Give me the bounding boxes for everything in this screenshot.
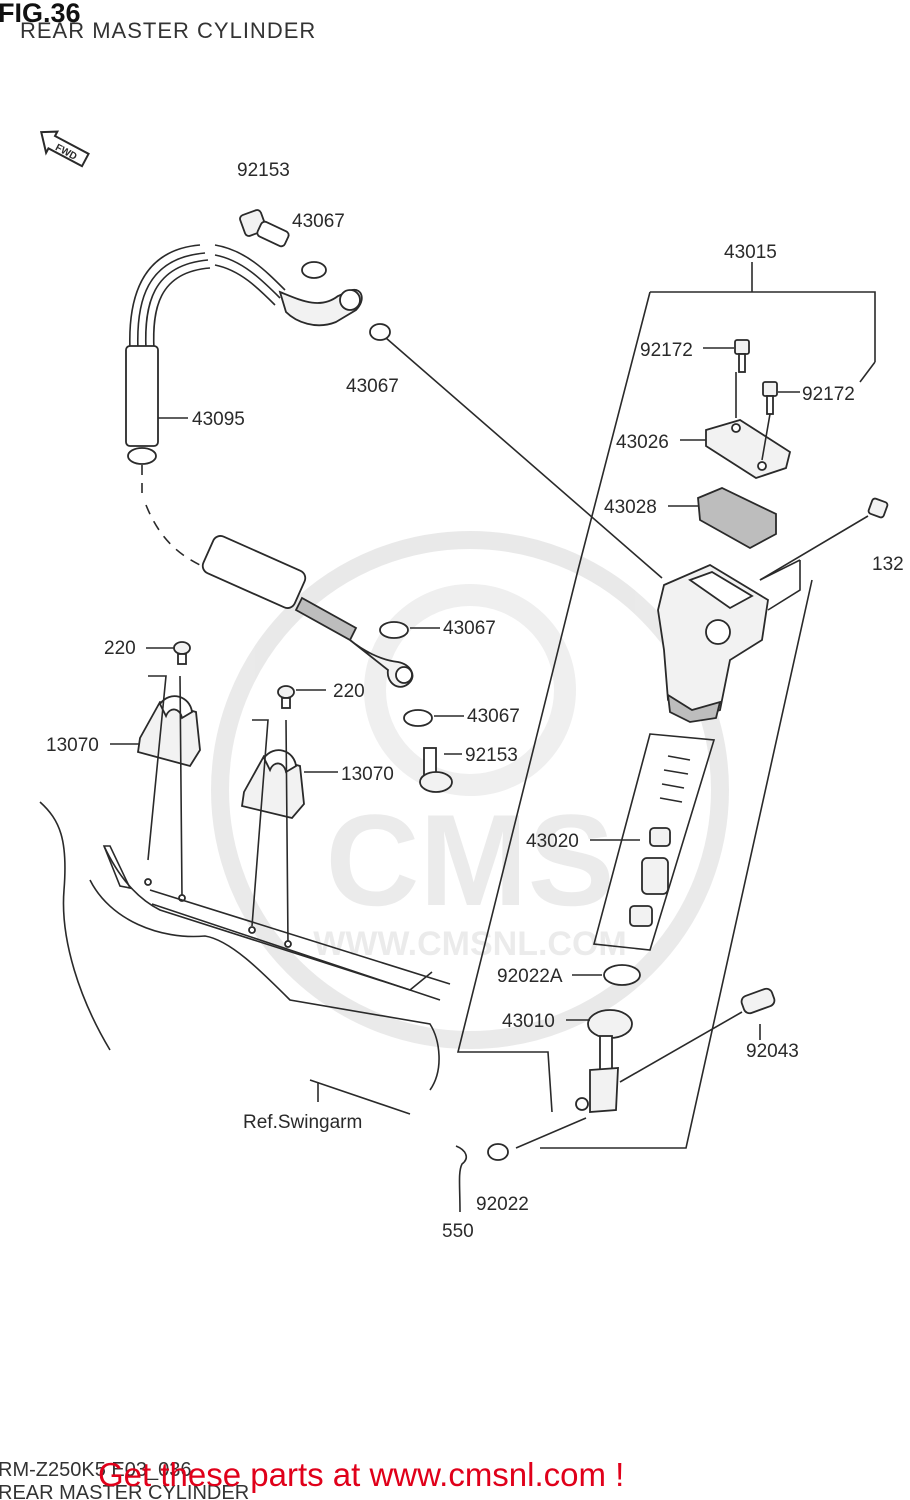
label-43026: 43026 bbox=[616, 432, 669, 453]
footer-subtitle: REAR MASTER CYLINDER bbox=[0, 1482, 249, 1500]
washer-43067-b bbox=[369, 323, 391, 341]
screw-92172-a bbox=[734, 339, 750, 373]
label-43010: 43010 bbox=[502, 1011, 555, 1032]
fwd-arrow-icon: FWD bbox=[39, 130, 90, 168]
page-title: REAR MASTER CYLINDER bbox=[20, 18, 316, 43]
washer-43067-c bbox=[379, 621, 409, 639]
push-rod-43010 bbox=[575, 1009, 633, 1113]
washer-43067-d bbox=[403, 709, 433, 727]
bolt-220-a bbox=[173, 641, 191, 665]
label-92153-top: 92153 bbox=[237, 160, 290, 181]
clamp-13070-a bbox=[136, 675, 201, 902]
label-220-b: 220 bbox=[333, 681, 365, 702]
label-92172-b: 92172 bbox=[802, 384, 855, 405]
banjo-bolt-92153-bottom bbox=[419, 747, 453, 793]
swingarm-outline bbox=[39, 801, 451, 1115]
piston-kit-bracket-43020 bbox=[592, 733, 716, 951]
banjo-bolt-92153-top bbox=[239, 209, 290, 248]
label-43015: 43015 bbox=[724, 242, 777, 263]
label-92022: 92022 bbox=[476, 1194, 529, 1215]
washer-43067-a bbox=[301, 261, 327, 279]
label-13070-b: 13070 bbox=[341, 764, 394, 785]
bolt-220-b bbox=[277, 685, 295, 709]
diaphragm-43028 bbox=[697, 487, 777, 550]
piston-kit-43020 bbox=[629, 755, 691, 927]
label-43067-a: 43067 bbox=[292, 211, 345, 232]
watermark-logo: CMS bbox=[326, 787, 615, 933]
label-43067-b: 43067 bbox=[346, 376, 399, 397]
cotter-pin-550 bbox=[455, 1145, 468, 1213]
label-13070-a: 13070 bbox=[46, 735, 99, 756]
label-92043: 92043 bbox=[746, 1041, 799, 1062]
label-43095: 43095 bbox=[192, 409, 245, 430]
clamp-13070-b bbox=[240, 719, 305, 948]
assembly-bracket-43015 bbox=[456, 291, 876, 1149]
label-43020: 43020 bbox=[526, 831, 579, 852]
get-parts-link[interactable]: Get these parts at www.cmsnl.com ! bbox=[98, 1456, 625, 1493]
diagram-code: RM-Z250K5 E03_036 bbox=[0, 1459, 191, 1481]
watermark: CMS WWW.CMSNL.COM bbox=[211, 531, 729, 1049]
label-92022A: 92022A bbox=[497, 966, 563, 987]
label-550: 550 bbox=[442, 1221, 474, 1242]
pin-92043 bbox=[619, 987, 776, 1083]
label-132: 132 bbox=[872, 554, 904, 575]
label-220-a: 220 bbox=[104, 638, 136, 659]
circlip-92022A bbox=[603, 964, 641, 986]
brake-hose-43095 bbox=[125, 244, 414, 688]
label-92172-a: 92172 bbox=[640, 340, 693, 361]
reservoir-cover-43026 bbox=[705, 419, 792, 479]
label-ref-swingarm: Ref.Swingarm bbox=[243, 1112, 362, 1133]
label-43067-d: 43067 bbox=[467, 706, 520, 727]
bolt-132 bbox=[759, 497, 889, 581]
fig-label: FIG.36 bbox=[0, 0, 81, 28]
label-92153-bottom: 92153 bbox=[465, 745, 518, 766]
watermark-url: WWW.CMSNL.COM bbox=[313, 925, 627, 963]
screw-92172-b bbox=[762, 381, 778, 415]
label-43067-c: 43067 bbox=[443, 618, 496, 639]
washer-92022 bbox=[487, 1143, 509, 1161]
master-cylinder-body bbox=[657, 563, 769, 723]
label-43028: 43028 bbox=[604, 497, 657, 518]
